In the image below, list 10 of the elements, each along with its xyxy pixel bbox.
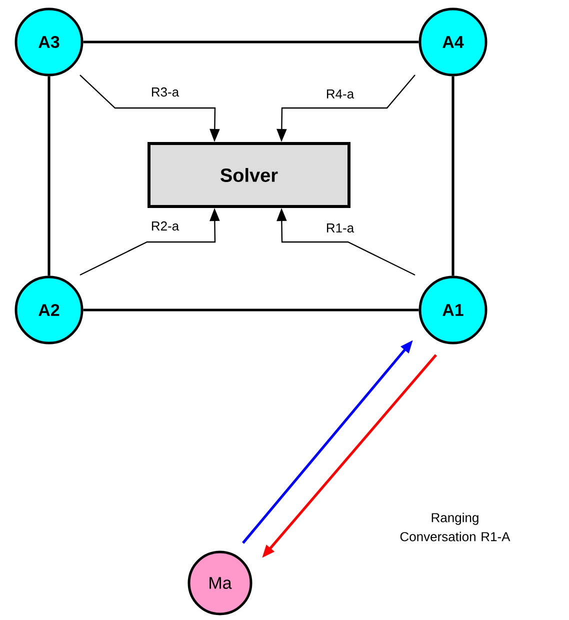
connector-line xyxy=(83,308,419,312)
annotation-text: Ranging Conversation R1-A xyxy=(400,512,510,542)
edge-label: R4-a xyxy=(324,88,356,100)
edge-label: R1-a xyxy=(324,222,356,234)
edge-label: R3-a xyxy=(150,86,180,98)
connector-line xyxy=(48,76,50,276)
solver-box: Solver xyxy=(148,142,350,208)
edge-label: R2-a xyxy=(150,220,180,232)
connector-line xyxy=(452,76,454,276)
connector-line xyxy=(83,40,419,44)
